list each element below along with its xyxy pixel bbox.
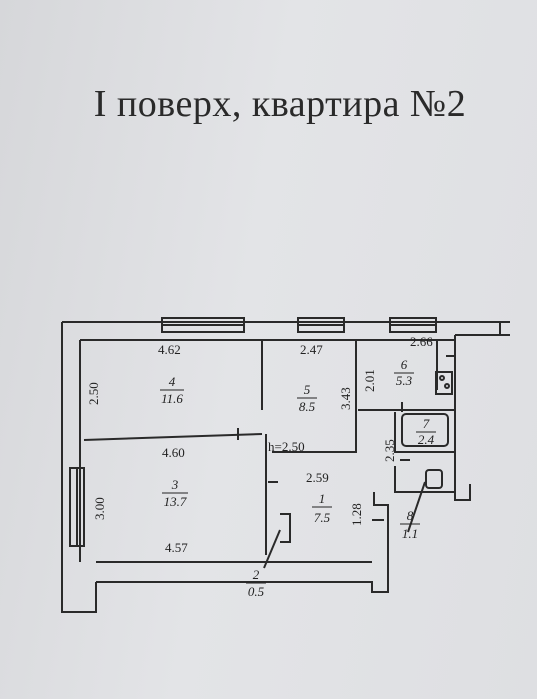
- ceiling-height: h=2.50: [268, 439, 305, 454]
- svg-text:3: 3: [171, 477, 179, 492]
- wall-room5-right: [272, 340, 357, 453]
- svg-text:5: 5: [304, 382, 311, 397]
- wall-nook: [280, 513, 291, 543]
- svg-text:6: 6: [401, 357, 408, 372]
- room-label-4: 4 11.6: [160, 374, 184, 406]
- svg-text:8.5: 8.5: [299, 399, 316, 414]
- wall-room4-room3: [83, 433, 263, 441]
- room-label-6: 6 5.3: [394, 357, 414, 388]
- stove-fixture: [435, 371, 453, 395]
- svg-text:2.4: 2.4: [418, 432, 435, 447]
- dim-room4-width: 4.62: [158, 342, 181, 357]
- svg-text:0.5: 0.5: [248, 584, 265, 599]
- svg-text:7.5: 7.5: [314, 510, 331, 525]
- dim-room5-depth: 3.43: [338, 387, 353, 410]
- dim-room4-depth: 2.50: [86, 382, 101, 405]
- plan-title: І поверх, квартира №2: [93, 83, 467, 125]
- svg-text:2: 2: [253, 567, 260, 582]
- dim-hall-width: 2.59: [306, 470, 329, 485]
- dim-room6-width: 2.66: [410, 334, 433, 349]
- dim-room6-depth: 2.01: [362, 369, 377, 392]
- svg-text:1.1: 1.1: [402, 526, 418, 541]
- leader-room2: [263, 529, 281, 569]
- room-label-1: 1 7.5: [312, 491, 332, 525]
- dim-room3-width-top: 4.60: [162, 445, 185, 460]
- outer-wall-right: [454, 335, 471, 501]
- dim-room7-depth: 2.35: [382, 439, 397, 462]
- room-label-3: 3 13.7: [162, 477, 188, 509]
- room-label-2: 2 0.5: [246, 567, 266, 599]
- tub-fixture: [401, 413, 449, 447]
- svg-text:5.3: 5.3: [396, 373, 413, 388]
- dim-room5-width: 2.47: [300, 342, 323, 357]
- svg-text:11.6: 11.6: [161, 391, 183, 406]
- wall-hall-step: [373, 492, 389, 562]
- wall-room7: [394, 412, 455, 453]
- room-label-5: 5 8.5: [297, 382, 317, 414]
- toilet-fixture: [425, 469, 443, 489]
- room-label-8: 8 1.1: [400, 508, 420, 541]
- outer-wall-left: [61, 322, 97, 613]
- svg-text:13.7: 13.7: [164, 494, 187, 509]
- svg-text:4: 4: [169, 374, 176, 389]
- dim-room3-width-bottom: 4.57: [165, 540, 188, 555]
- room-label-7: 7 2.4: [416, 416, 436, 447]
- svg-text:7: 7: [423, 416, 430, 431]
- wall-room8: [394, 466, 455, 493]
- outer-wall-bottom: [96, 562, 389, 593]
- dim-hall-depth: 1.28: [349, 503, 364, 526]
- dim-room3-depth: 3.00: [92, 497, 107, 520]
- svg-text:1: 1: [319, 491, 326, 506]
- svg-text:8: 8: [407, 508, 414, 523]
